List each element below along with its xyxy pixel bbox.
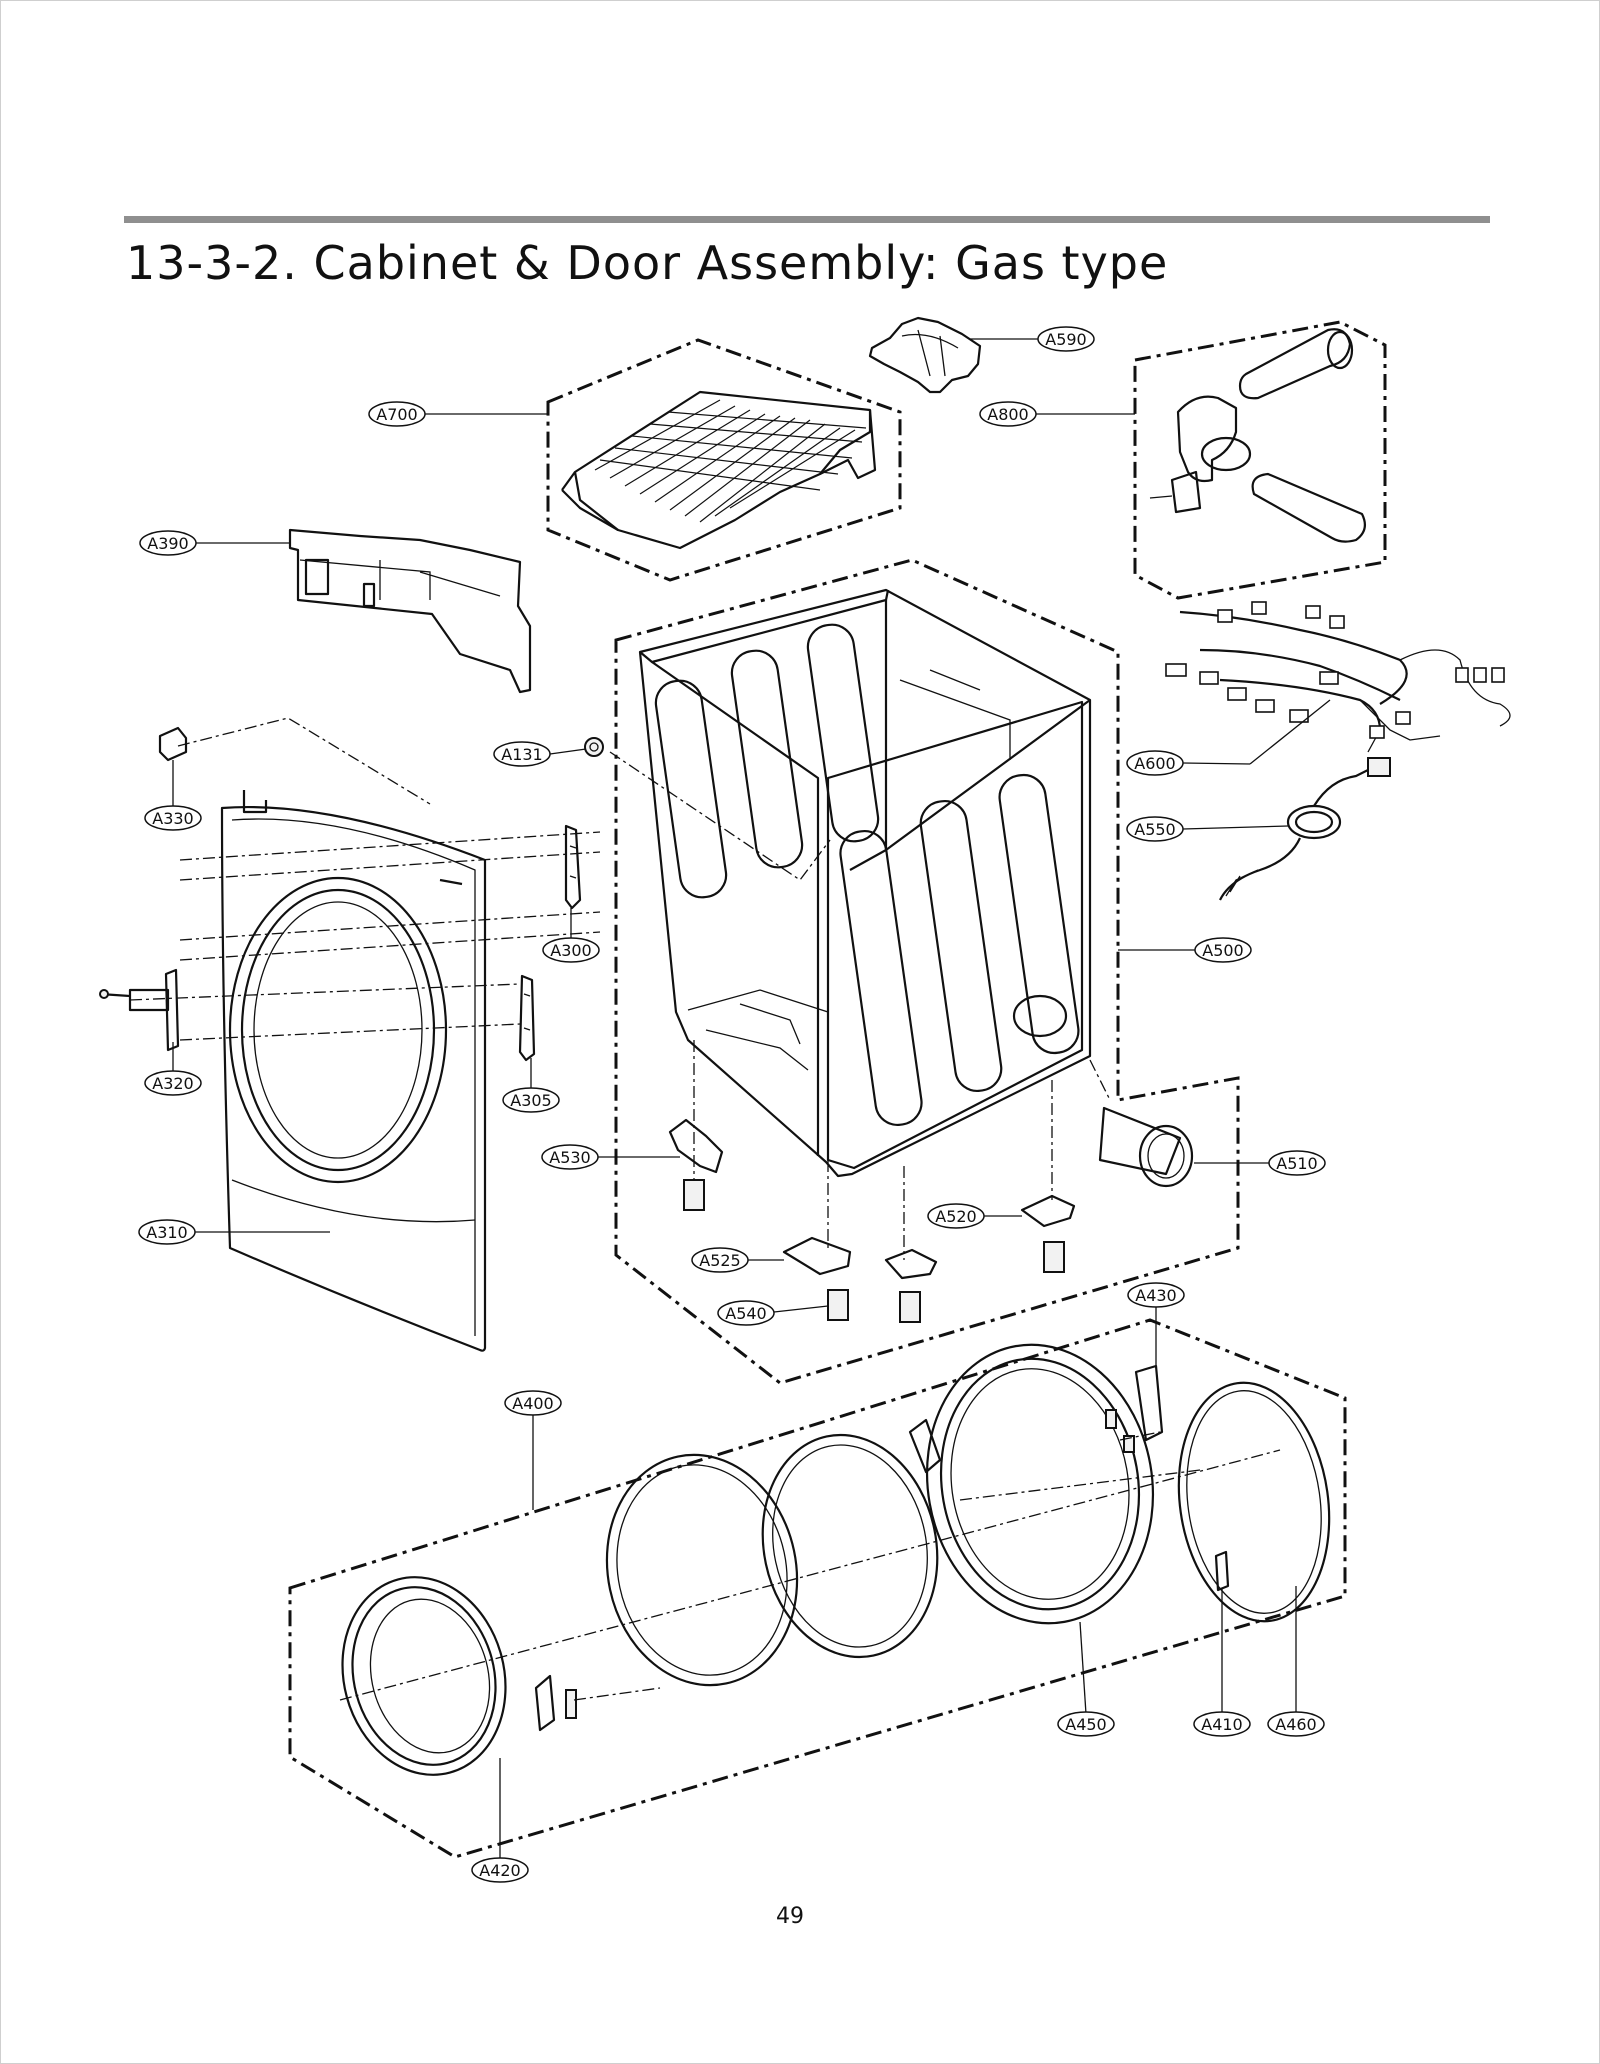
page-title: 13-3-2. Cabinet & Door Assembly: Gas typ…	[126, 236, 1169, 290]
callout-a510-label: A510	[1276, 1154, 1317, 1173]
callout-a520-label: A520	[935, 1207, 976, 1226]
callout-a390: A390	[139, 530, 197, 556]
callout-a600-label: A600	[1134, 754, 1175, 773]
callout-a330-label: A330	[152, 809, 193, 828]
part-a300	[564, 824, 582, 910]
callout-a510: A510	[1268, 1150, 1326, 1176]
part-a330	[158, 726, 188, 762]
page-number: 49	[776, 1904, 804, 1929]
callout-a800: A800	[979, 401, 1037, 427]
leader-lines	[172, 338, 1331, 1858]
callout-a450-label: A450	[1065, 1715, 1106, 1734]
part-a390	[288, 528, 532, 694]
part-a420-door-front	[341, 1576, 577, 1776]
callout-a530-label: A530	[549, 1148, 590, 1167]
callout-a550-label: A550	[1134, 820, 1175, 839]
callout-a600: A600	[1126, 750, 1184, 776]
part-a510	[1098, 1106, 1194, 1188]
part-a410	[1214, 1550, 1230, 1592]
callout-a500-label: A500	[1202, 941, 1243, 960]
callout-a131-label: A131	[501, 745, 542, 764]
part-a500-cabinet	[638, 588, 1092, 1178]
callout-a590: A590	[1037, 326, 1095, 352]
callout-a305-label: A305	[510, 1091, 551, 1110]
group-box-door	[288, 1318, 1347, 1859]
callout-a530: A530	[541, 1144, 599, 1170]
callout-a410-label: A410	[1201, 1715, 1242, 1734]
callout-a320: A320	[144, 1070, 202, 1096]
callout-a300: A300	[542, 937, 600, 963]
callout-a500: A500	[1194, 937, 1252, 963]
part-a800	[1149, 328, 1367, 543]
callout-a400: A400	[504, 1390, 562, 1416]
callout-a420: A420	[471, 1857, 529, 1883]
callout-a700-label: A700	[376, 405, 417, 424]
callout-a420-label: A420	[479, 1861, 520, 1880]
part-a131	[584, 737, 604, 757]
part-a320	[99, 968, 180, 1052]
callout-a131: A131	[493, 741, 551, 767]
callout-a310-label: A310	[146, 1223, 187, 1242]
callout-a300-label: A300	[550, 941, 591, 960]
callout-a410: A410	[1193, 1711, 1251, 1737]
part-a540-legs	[827, 1241, 1065, 1323]
callout-a305: A305	[502, 1087, 560, 1113]
part-a550-cord	[1219, 757, 1391, 901]
part-a700	[561, 390, 877, 550]
group-box-top-panel	[546, 338, 902, 582]
part-a525	[782, 1236, 852, 1276]
callout-a430: A430	[1127, 1282, 1185, 1308]
callout-a525-label: A525	[699, 1251, 740, 1270]
part-a460-gasket	[1177, 1381, 1331, 1623]
part-a305	[518, 974, 536, 1062]
callout-a525: A525	[691, 1247, 749, 1273]
part-door-glass-outer	[761, 1433, 939, 1659]
callout-a310: A310	[138, 1219, 196, 1245]
callout-a540: A540	[717, 1300, 775, 1326]
callout-a390-label: A390	[147, 534, 188, 553]
callout-a430-label: A430	[1135, 1286, 1176, 1305]
callout-a460: A460	[1267, 1711, 1325, 1737]
part-a310-front-panel	[220, 790, 487, 1352]
part-door-glass-inner	[605, 1453, 799, 1687]
part-a530	[668, 1118, 724, 1211]
callout-a520: A520	[927, 1203, 985, 1229]
title-rule	[124, 216, 1490, 223]
callout-a450: A450	[1057, 1711, 1115, 1737]
callout-a700: A700	[368, 401, 426, 427]
callout-a400-label: A400	[512, 1394, 553, 1413]
part-a590	[868, 316, 982, 394]
callout-a320-label: A320	[152, 1074, 193, 1093]
callout-a550: A550	[1126, 816, 1184, 842]
callout-a590-label: A590	[1045, 330, 1086, 349]
part-a600-harness	[1165, 601, 1511, 753]
callout-a800-label: A800	[987, 405, 1028, 424]
callout-a540-label: A540	[725, 1304, 766, 1323]
part-a450-door-frame	[908, 1343, 1155, 1625]
callout-a330: A330	[144, 805, 202, 831]
callout-a460-label: A460	[1275, 1715, 1316, 1734]
part-a520	[884, 1194, 1076, 1280]
group-box-cabinet	[614, 558, 1240, 1385]
part-a430-hinge	[1105, 1364, 1164, 1453]
